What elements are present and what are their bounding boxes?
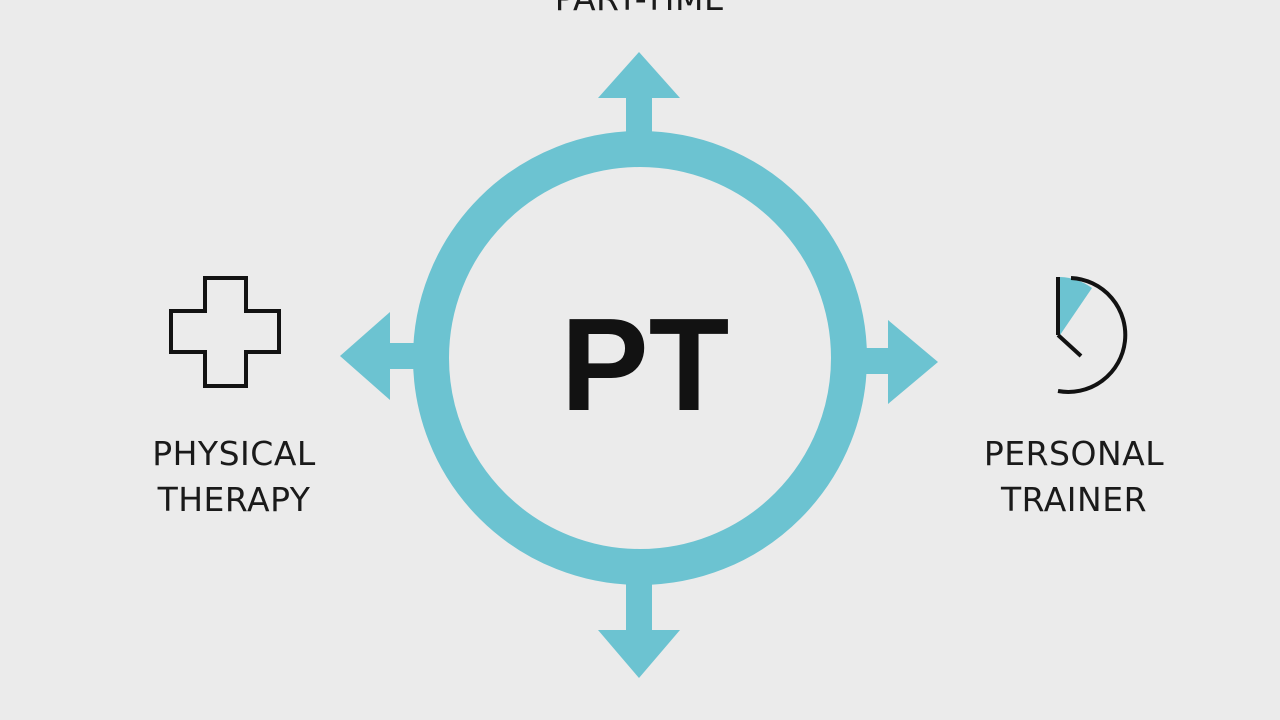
label-part-time: PART-TIME <box>440 0 840 22</box>
stopwatch-timer-icon <box>1056 276 1128 394</box>
medical-cross-icon <box>169 276 281 388</box>
center-ring <box>413 131 867 585</box>
label-personal-trainer-line1: PERSONAL <box>983 434 1165 473</box>
label-physical-therapy: PHYSICAL THERAPY <box>100 431 368 523</box>
label-physical-therapy-line2: THERAPY <box>157 480 311 519</box>
label-personal-trainer: PERSONAL TRAINER <box>940 431 1208 523</box>
center-abbreviation: PT <box>561 291 730 438</box>
label-part-time-text: PART-TIME <box>440 0 840 22</box>
label-physical-therapy-line1: PHYSICAL <box>152 434 316 473</box>
label-personal-trainer-line2: TRAINER <box>1000 480 1148 519</box>
